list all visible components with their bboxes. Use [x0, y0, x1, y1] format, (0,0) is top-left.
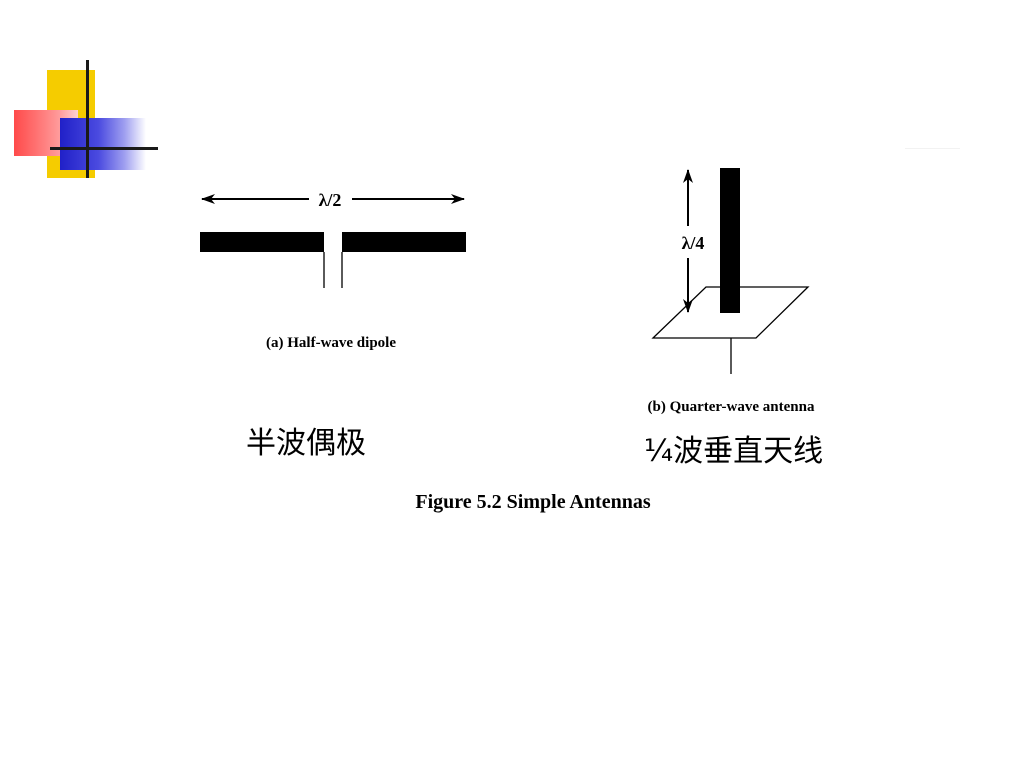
dipole-chinese-label: 半波偶极 [246, 426, 366, 461]
dipole-length-label: λ/2 [319, 190, 342, 210]
blue-gradient-block [60, 118, 146, 170]
dipole-caption: (a) Half-wave dipole [266, 335, 396, 351]
monopole-chinese-label: ¼波垂直天线 [644, 434, 824, 469]
dipole-left-arm [200, 232, 324, 252]
half-wave-dipole: λ/2 (a) Half-wave dipole [200, 190, 466, 351]
monopole-length-label: λ/4 [682, 233, 705, 253]
faint-rule [905, 148, 960, 149]
vertical-radiator [720, 168, 740, 313]
corner-decoration [0, 0, 170, 185]
figure-caption: Figure 5.2 Simple Antennas [415, 491, 650, 513]
vertical-rule [86, 60, 89, 178]
monopole-caption: (b) Quarter-wave antenna [648, 399, 815, 415]
dipole-right-arm [342, 232, 466, 252]
quarter-wave-antenna: λ/4 (b) Quarter-wave antenna [648, 168, 815, 415]
ground-plane [651, 286, 810, 339]
horizontal-rule [50, 147, 158, 150]
